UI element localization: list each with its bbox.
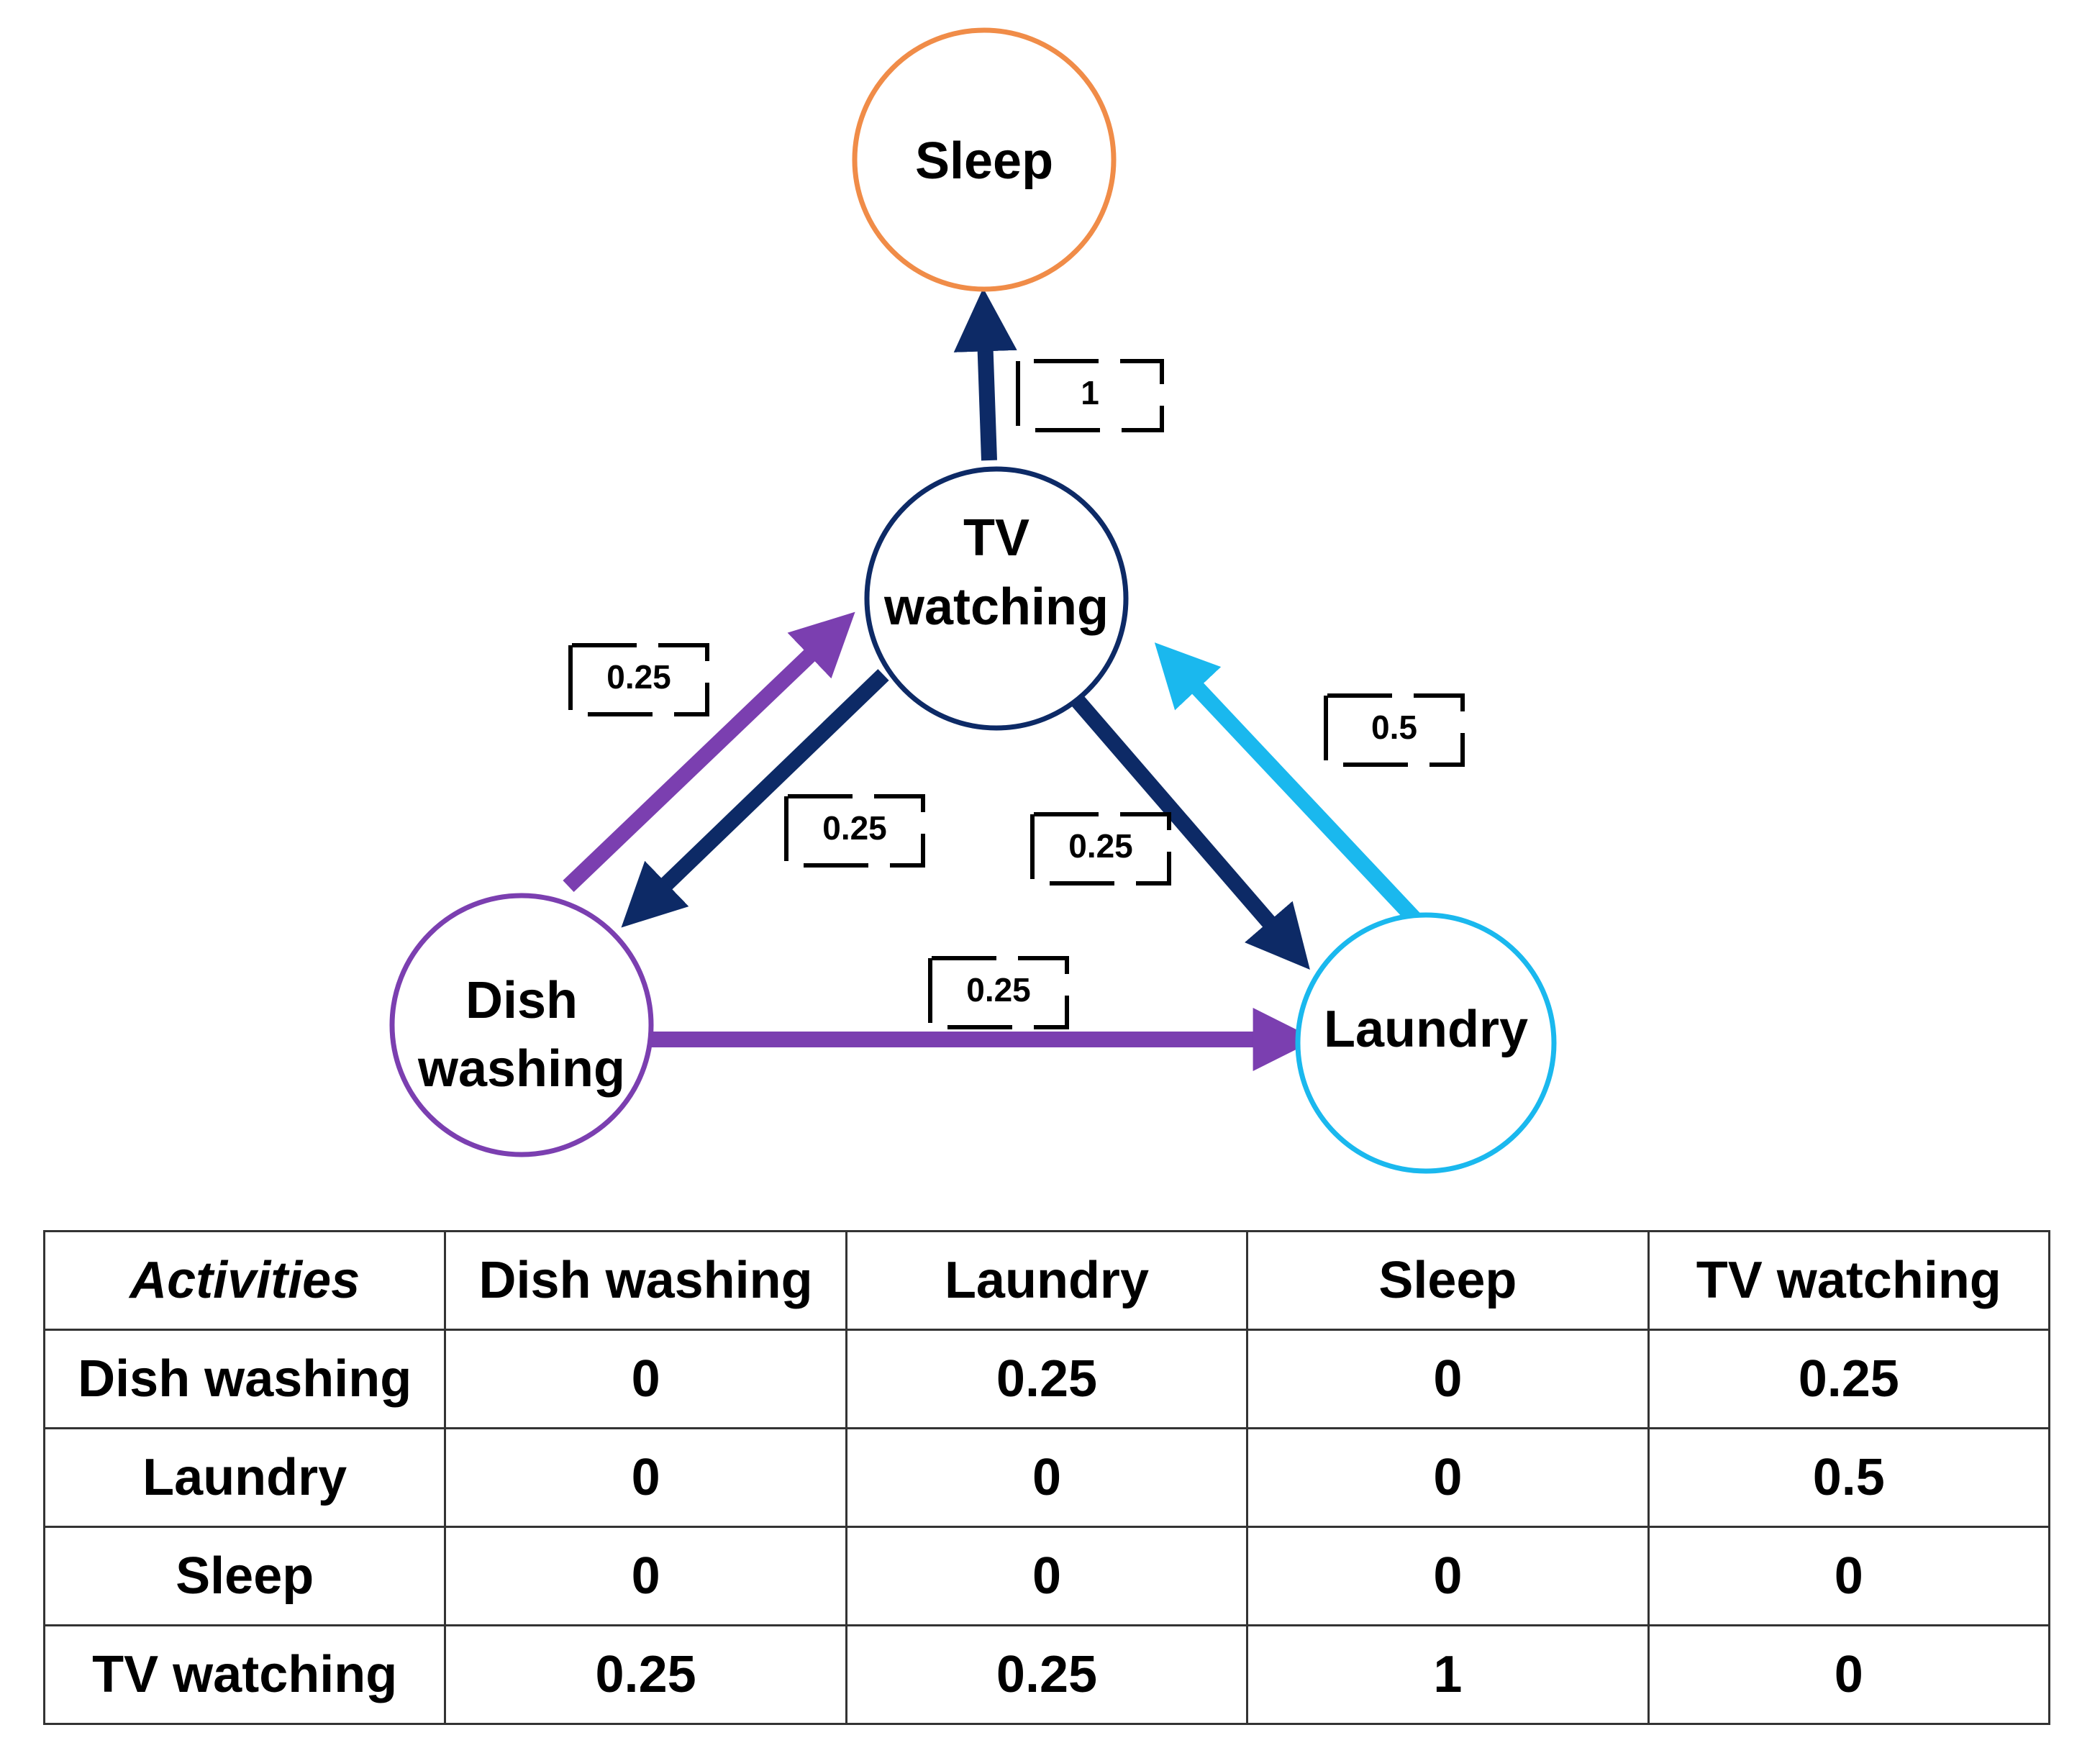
- table-cell: 0: [1246, 1427, 1650, 1528]
- table-row: Sleep 0 0 0 0: [42, 1526, 2051, 1626]
- node-dish-washing-label-line2: washing: [417, 1040, 625, 1098]
- table-cell: 0: [444, 1329, 847, 1429]
- table-header-row: Activities Dish washing Laundry Sleep TV…: [42, 1230, 2051, 1331]
- column-header: TV watching: [1647, 1230, 2051, 1331]
- transition-matrix-table: Activities Dish washing Laundry Sleep TV…: [42, 1230, 2051, 1725]
- activity-transition-diagram: 1 0.25 0.25 0.25 0.5 0.25 Sleep TV watch…: [389, 27, 1557, 1174]
- node-laundry-label: Laundry: [1324, 1001, 1528, 1058]
- edge-label-text: 0.5: [1371, 709, 1417, 746]
- edge-laundry-to-tv: [1154, 642, 1434, 938]
- edge-label-tv-to-sleep: 1: [1016, 359, 1164, 432]
- edge-label-tv-to-dish: 0.25: [784, 794, 925, 868]
- edge-label-dish-to-tv: 0.25: [568, 643, 709, 716]
- edge-label-text: 0.25: [822, 809, 887, 847]
- node-dish-washing-label-line1: Dish: [465, 972, 578, 1029]
- table-cell: 0: [444, 1427, 847, 1528]
- table-cell: 0.25: [1647, 1329, 2051, 1429]
- column-header: Dish washing: [444, 1230, 847, 1331]
- edge-tv-to-sleep: [953, 288, 1017, 461]
- table-cell: 0.25: [845, 1329, 1249, 1429]
- table-cell: 0: [1246, 1329, 1650, 1429]
- column-header: Sleep: [1246, 1230, 1650, 1331]
- edge-label-text: 1: [1081, 374, 1099, 411]
- table-row: TV watching 0.25 0.25 1 0: [42, 1624, 2051, 1725]
- node-tv-watching-label-line1: TV: [963, 509, 1029, 567]
- node-tv-watching: TV watching: [864, 466, 1129, 731]
- edge-label-dish-to-laundry: 0.25: [928, 956, 1069, 1029]
- table-row: Dish washing 0 0.25 0 0.25: [42, 1329, 2051, 1429]
- edge-tv-to-laundry: [1070, 693, 1310, 970]
- table-cell: 0: [1647, 1526, 2051, 1626]
- table-cell: 0.25: [845, 1624, 1249, 1725]
- edge-tv-to-dish: [621, 669, 889, 928]
- row-header: Laundry: [42, 1427, 447, 1528]
- table-cell: 0: [444, 1526, 847, 1626]
- table-cell: 1: [1246, 1624, 1650, 1725]
- edge-dish-to-tv: [563, 611, 855, 892]
- node-laundry: Laundry: [1295, 912, 1557, 1174]
- row-header: Sleep: [42, 1526, 447, 1626]
- table-cell: 0: [845, 1526, 1249, 1626]
- node-tv-watching-label-line2: watching: [883, 578, 1109, 636]
- edge-label-text: 0.25: [1068, 827, 1133, 865]
- node-sleep: Sleep: [852, 27, 1117, 292]
- node-dish-washing: Dish washing: [389, 893, 654, 1157]
- table-cell: 0: [1647, 1624, 2051, 1725]
- row-header: Dish washing: [42, 1329, 447, 1429]
- edge-label-text: 0.25: [606, 658, 671, 696]
- row-header: TV watching: [42, 1624, 447, 1725]
- table-row: Laundry 0 0 0 0.5: [42, 1427, 2051, 1528]
- table-cell: 0.25: [444, 1624, 847, 1725]
- table-cell: 0.5: [1647, 1427, 2051, 1528]
- edge-label-text: 0.25: [966, 971, 1031, 1009]
- table-cell: 0: [845, 1427, 1249, 1528]
- node-sleep-label: Sleep: [915, 132, 1053, 190]
- edge-label-laundry-to-tv: 0.5: [1324, 693, 1465, 767]
- edge-label-tv-to-laundry: 0.25: [1030, 812, 1171, 886]
- table-cell: 0: [1246, 1526, 1650, 1626]
- column-header: Laundry: [845, 1230, 1249, 1331]
- table-corner-header: Activities: [42, 1230, 447, 1331]
